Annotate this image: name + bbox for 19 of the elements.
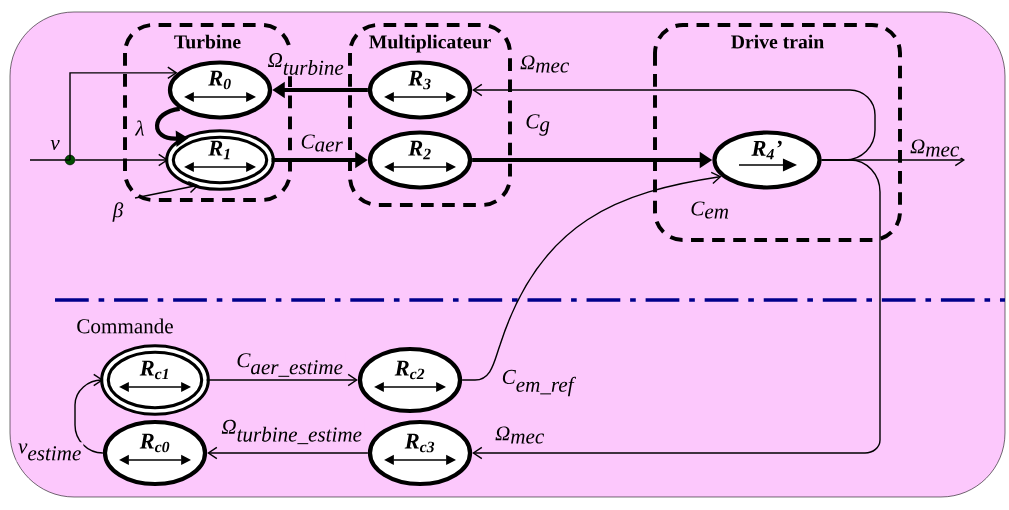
arrow: [207, 446, 369, 460]
arrow: [205, 373, 358, 387]
arrow: [472, 83, 876, 161]
edge-label: $\textit{C}_{\textit{aer}}$: [299, 133, 345, 153]
arrow: [74, 373, 104, 454]
arrow: [69, 66, 178, 161]
signal-label: $\textit{C}_{\textit{em\_ref}}$: [502, 369, 576, 397]
section-label: Commande: [77, 318, 173, 334]
edge-label: $\textit{Ω}_{\textit{turbine}}$: [266, 51, 346, 77]
line: [29, 159, 71, 161]
edge-label: $\textit{λ}$: [134, 119, 146, 137]
edge-label: $\textit{β}$: [111, 200, 125, 224]
edge-label: $\textit{v}_{\textit{estime}}$: [16, 442, 84, 462]
edge-label: $\textit{Ω}_{\textit{turbine\_estime}}$: [219, 418, 365, 446]
arrow: [74, 153, 169, 167]
arrow: [134, 180, 199, 199]
edge-label: $\textit{C}_{\textit{aer\_estime}}$: [234, 351, 346, 379]
arrow: [461, 171, 722, 381]
arrow: [472, 159, 881, 460]
